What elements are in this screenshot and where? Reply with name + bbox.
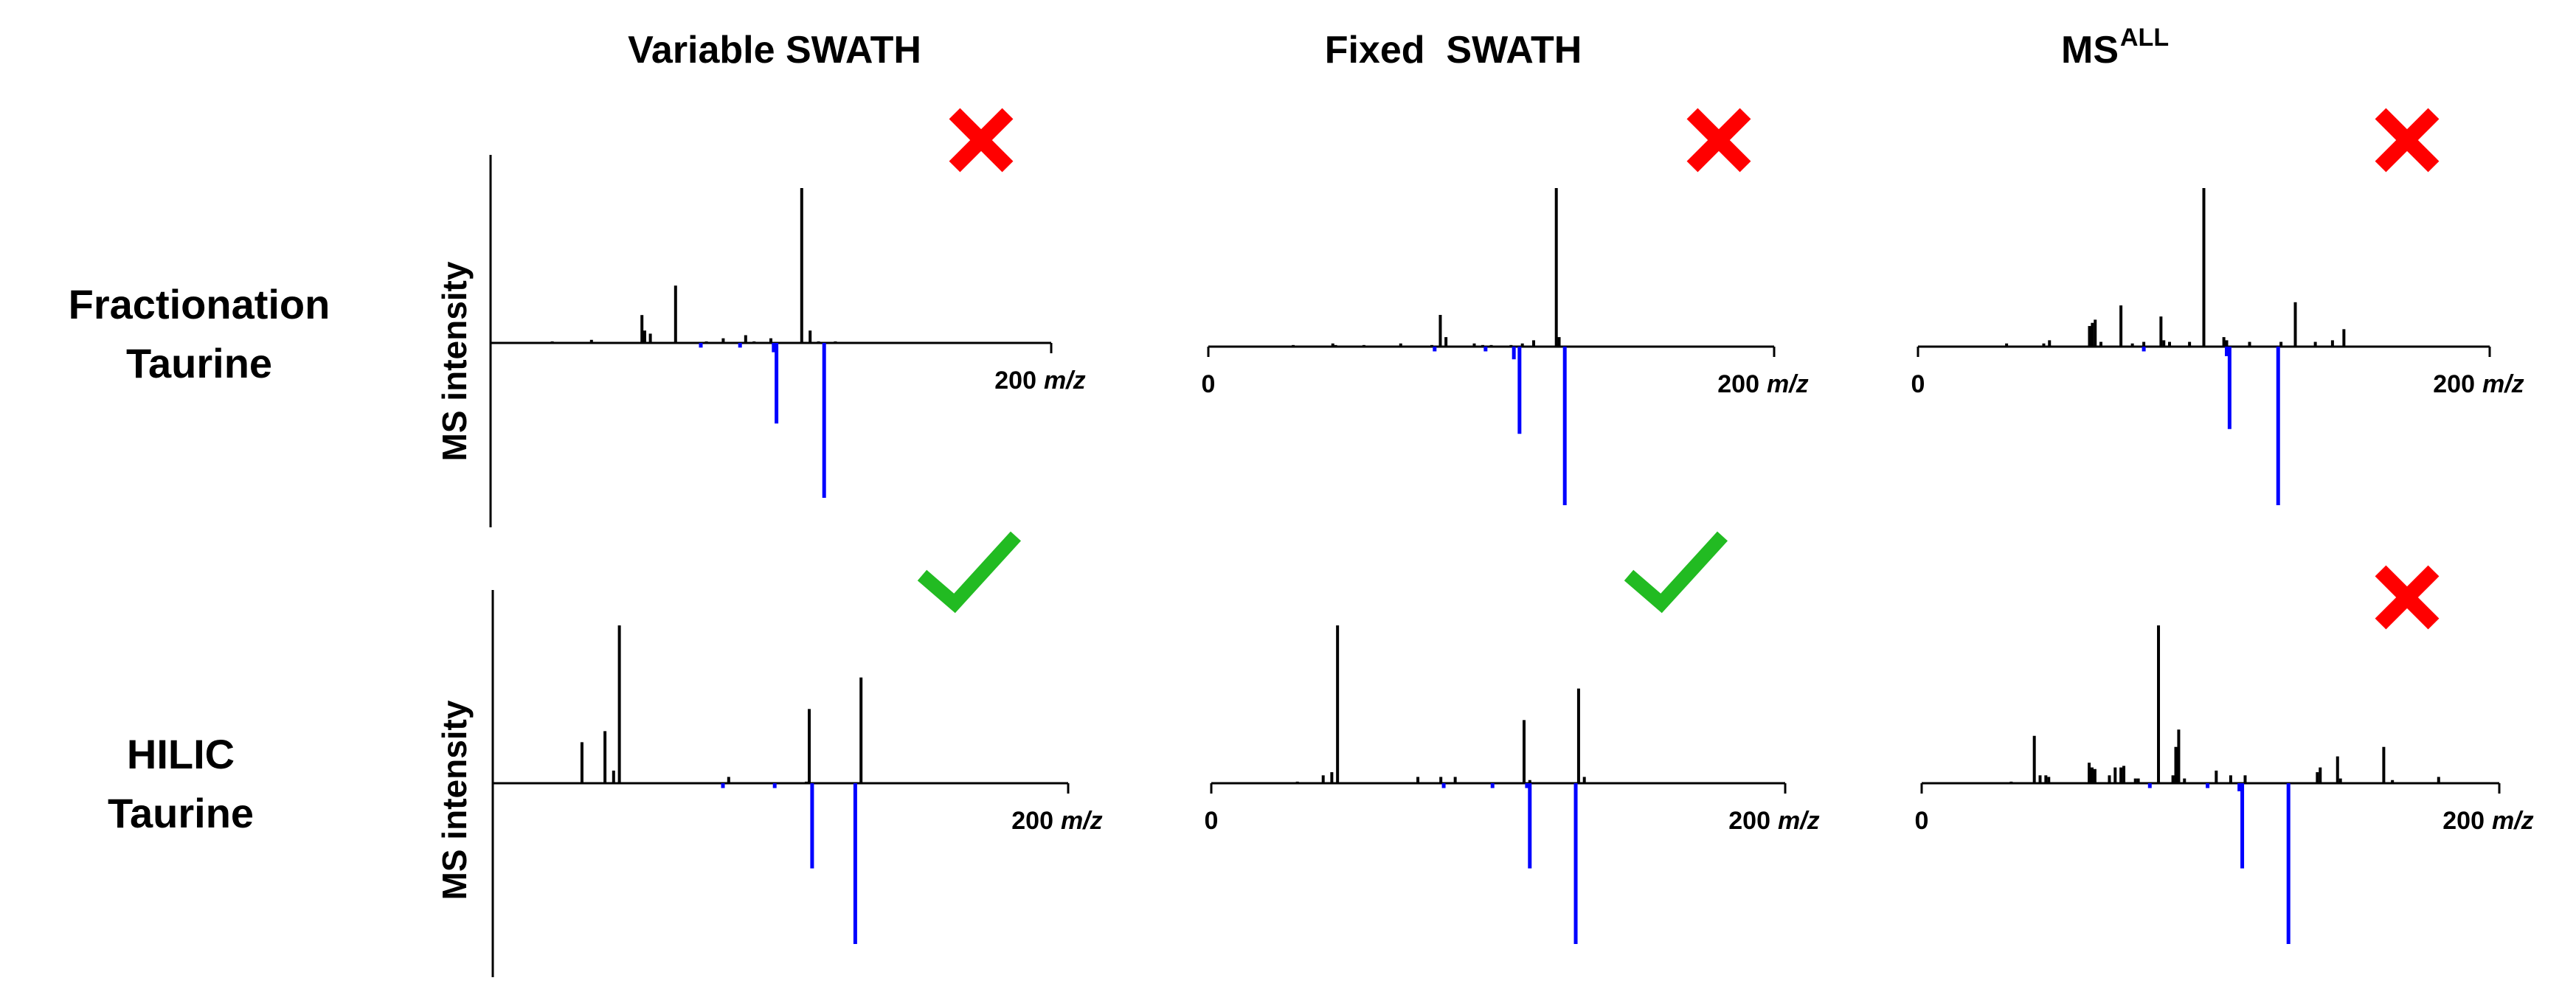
row-label-hilic-taurine: HILIC Taurine: [108, 731, 254, 836]
y-axis-label-row1: MS intensity: [435, 261, 474, 461]
cross-icon: [1686, 108, 1751, 173]
cross-stroke: [2375, 565, 2440, 630]
cross-icon: [949, 108, 1014, 173]
cross-stroke: [1686, 108, 1751, 173]
x-axis-unit-label: m/z: [1061, 807, 1103, 835]
x-tick-label-end: 200: [2442, 807, 2485, 835]
x-axis-unit-label: m/z: [1767, 370, 1809, 398]
column-title-variable-swath: Variable SWATH: [628, 29, 921, 72]
row-label-fractionation-taurine: Fractionation Taurine: [69, 281, 330, 386]
spectrum-panel-fractionation-variable-swath: 200 m/z: [489, 108, 1086, 527]
x-tick-label-end: 200: [1717, 370, 1759, 398]
row-label-line1: Fractionation: [69, 281, 330, 327]
row-label-line2: Taurine: [126, 340, 272, 386]
spectrum-panel-hilic-fixed-swath: 0 200 m/z: [1205, 531, 1820, 944]
y-axis-label-row2: MS intensity: [435, 700, 474, 900]
cross-icon: [2375, 565, 2440, 630]
cross-stroke: [949, 108, 1014, 173]
column-title-msall-superscript: ALL: [2120, 24, 2169, 52]
spectrum-panel-hilic-variable-swath: 200 m/z: [491, 531, 1103, 977]
x-tick-label-start: 0: [1915, 807, 1929, 835]
check-icon: [917, 531, 1022, 614]
x-tick-label-end: 200: [1011, 807, 1053, 835]
x-axis-unit-label: m/z: [2482, 370, 2524, 398]
column-title-msall-main: MS: [2061, 29, 2119, 72]
x-axis-unit-label: m/z: [1044, 367, 1086, 395]
x-tick-label-start: 0: [1205, 807, 1219, 835]
column-title-fixed-swath: Fixed SWATH: [1325, 29, 1582, 72]
x-tick-label-start: 0: [1911, 370, 1925, 398]
row-label-line2: Taurine: [108, 790, 254, 836]
cross-stroke: [2375, 108, 2440, 173]
cross-icon: [2375, 108, 2440, 173]
x-axis-unit-label: m/z: [1778, 807, 1820, 835]
x-axis-unit-label: m/z: [2492, 807, 2534, 835]
x-tick-label-end: 200: [1728, 807, 1770, 835]
column-title-msall: MS ALL: [2061, 24, 2169, 72]
check-icon: [1624, 531, 1728, 614]
x-tick-label-end: 200: [2433, 370, 2475, 398]
row-label-line1: HILIC: [127, 731, 235, 777]
x-tick-label-start: 0: [1202, 370, 1216, 398]
spectrum-panel-fractionation-fixed-swath: 0 200 m/z: [1202, 108, 1809, 505]
x-tick-label-end: 200: [994, 367, 1036, 395]
